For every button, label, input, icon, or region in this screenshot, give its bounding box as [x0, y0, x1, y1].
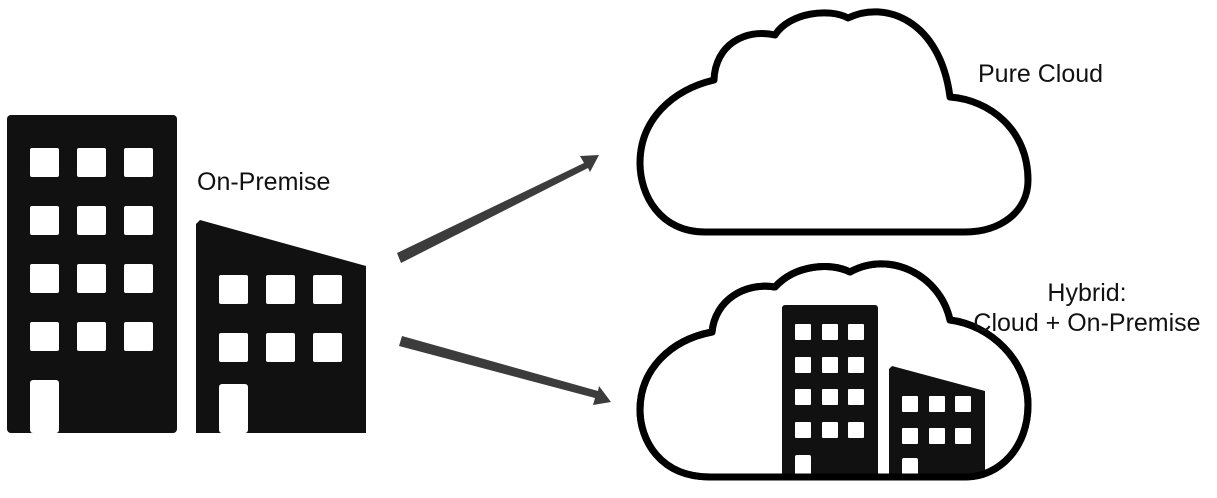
pure-cloud-label: Pure Cloud	[978, 60, 1104, 88]
tall-building	[7, 115, 177, 433]
hybrid-buildings	[782, 305, 985, 477]
hybrid-title: Hybrid:	[1047, 279, 1127, 307]
tall-building-windows	[30, 148, 153, 433]
arrow-to-cloud	[397, 155, 599, 263]
office-buildings-icon	[7, 115, 366, 433]
short-building	[196, 220, 366, 433]
cloud-with-buildings-icon	[636, 260, 1032, 481]
arrow-right-icon	[399, 336, 611, 405]
arrow-to-hybrid	[399, 336, 611, 405]
short-building-door	[219, 384, 248, 433]
arrow-right-icon	[397, 155, 599, 263]
tall-building-door	[30, 380, 59, 433]
short-building-windows	[219, 275, 342, 433]
on-premise-label: On-Premise	[197, 168, 331, 196]
hybrid-label: Hybrid: Cloud + On-Premise	[962, 278, 1212, 338]
cloud-icon	[636, 8, 1032, 236]
hybrid-subtitle: Cloud + On-Premise	[973, 309, 1201, 337]
